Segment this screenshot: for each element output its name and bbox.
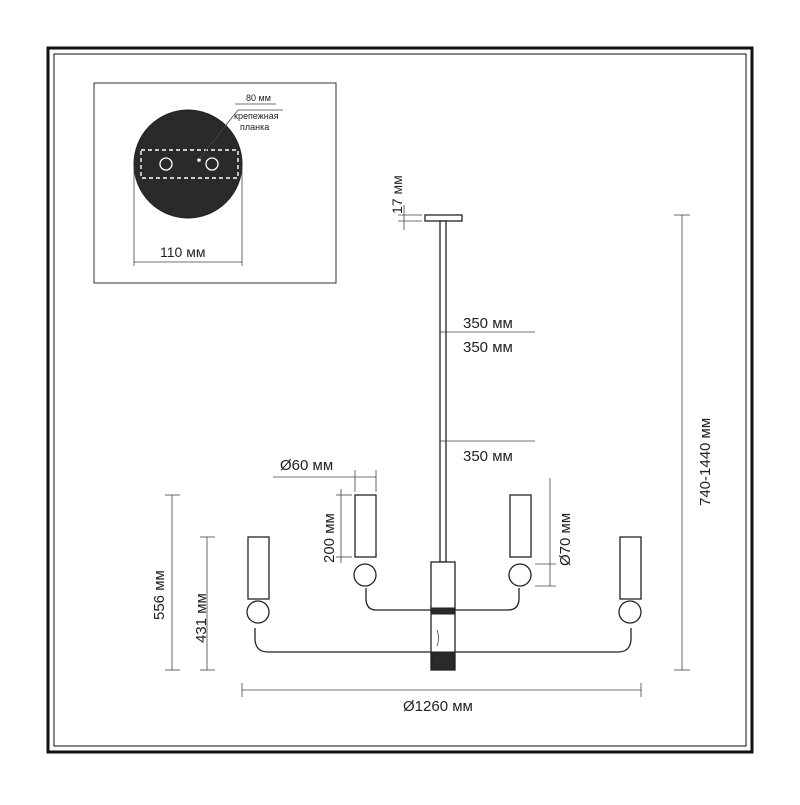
overall-diameter-dimension: Ø1260 мм [241, 683, 642, 715]
outer-arm-height-label: 556 мм [151, 570, 168, 620]
inner-arm-height-label: 431 мм [193, 593, 210, 643]
canopy-height-dimension: 17 мм [389, 175, 422, 230]
shade-diameter-label: Ø60 мм [280, 457, 333, 474]
total-height-dimension: 740-1440 мм [674, 214, 714, 671]
rod-segment-3-label: 350 мм [463, 448, 513, 465]
canopy-height-label: 17 мм [389, 175, 405, 214]
canopy-diameter-label: 110 мм [160, 244, 205, 260]
bracket-label-line2: планка [240, 122, 269, 132]
plate-width-label: 80 мм [246, 93, 271, 103]
bracket-hole-left [159, 157, 173, 171]
outer-arm-height-dimension: 556 мм [151, 494, 180, 671]
shade-height-label: 200 мм [321, 513, 338, 563]
suspension [424, 214, 463, 563]
bracket-hole-right [205, 157, 219, 171]
outer-arms [254, 628, 632, 653]
bracket-label-line1: крепежная [234, 111, 279, 121]
inner-arm-height-dimension: 431 мм [193, 536, 215, 671]
canopy-detail-inset: 80 мм крепежная планка 110 мм [93, 82, 337, 284]
central-body [430, 561, 456, 671]
inner-collar [431, 607, 455, 615]
sphere-diameter-dimension: Ø70 мм [535, 478, 574, 587]
sphere-diameter-label: Ø70 мм [557, 513, 574, 566]
lamp-outer-left [246, 536, 270, 624]
shade-diameter-dimension: Ø60 мм [273, 457, 377, 492]
drawing-frame [46, 46, 754, 754]
lamp-inner-right [508, 494, 532, 587]
shade-height-dimension: 200 мм [321, 489, 352, 563]
rod-segment-2-label: 350 мм [463, 339, 513, 356]
lamp-outer-right [618, 536, 642, 624]
total-height-label: 740-1440 мм [697, 418, 714, 506]
lower-collar [431, 651, 455, 671]
rod-dimensions: 350 мм 350 мм 350 мм [446, 315, 535, 465]
rod-segment-1-label: 350 мм [463, 315, 513, 332]
overall-diameter-label: Ø1260 мм [403, 698, 473, 715]
ceiling-canopy [424, 214, 463, 222]
canopy-disc [133, 109, 243, 219]
suspension-rod [439, 220, 447, 563]
lamp-inner-left [353, 494, 377, 587]
bracket-center-dot [197, 158, 201, 162]
inner-arms [365, 588, 520, 611]
